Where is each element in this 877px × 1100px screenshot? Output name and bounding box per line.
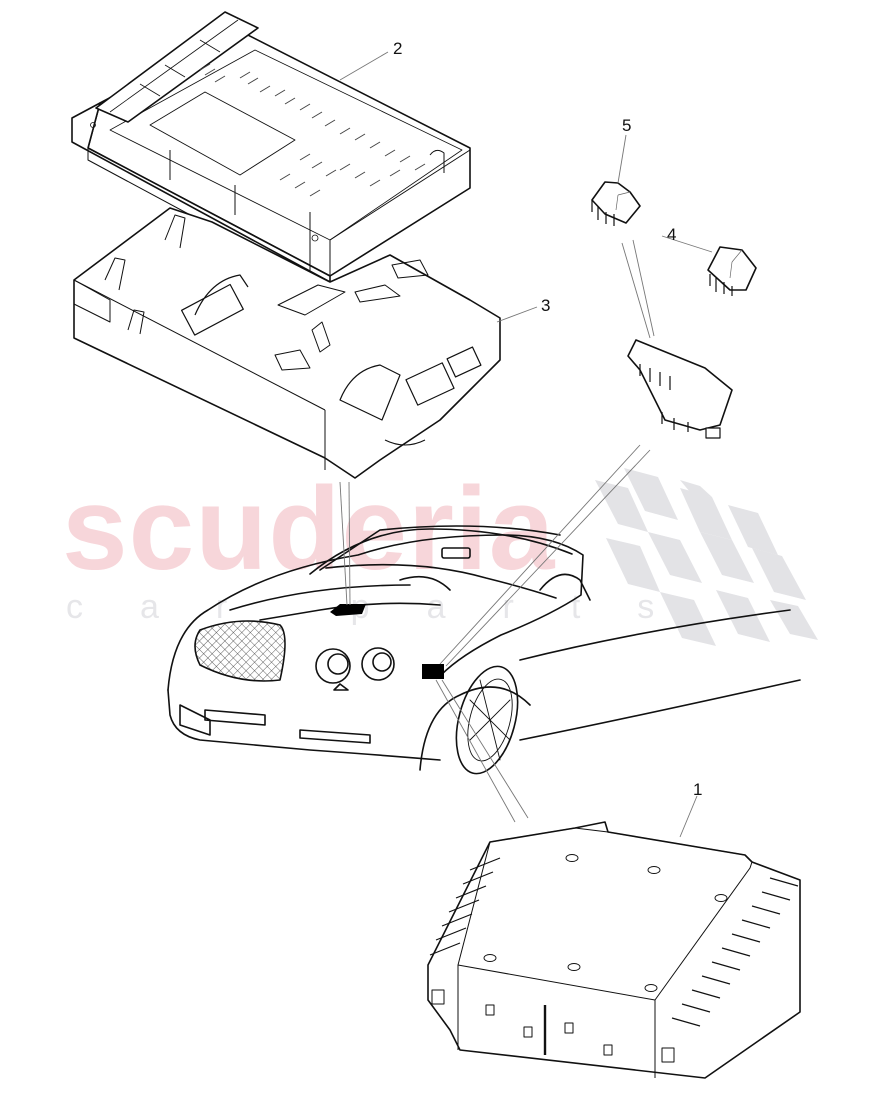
part-2-control-unit — [71, 11, 471, 283]
callout-2[interactable]: 2 — [393, 39, 403, 58]
part-5-relay — [591, 181, 641, 226]
callout-4[interactable]: 4 — [667, 225, 677, 244]
part-4-relay — [707, 246, 757, 296]
car-illustration — [167, 525, 801, 775]
location-marker-hood — [330, 604, 366, 616]
location-marker-fender — [422, 664, 444, 679]
callout-1[interactable]: 1 — [693, 780, 703, 799]
vent-slots — [199, 63, 426, 197]
checkered-flag-watermark — [595, 468, 818, 646]
callout-3[interactable]: 3 — [541, 296, 551, 315]
relay-socket — [627, 339, 733, 439]
part-1-control-module — [427, 821, 801, 1079]
part-3-mounting-tray — [73, 207, 501, 479]
watermark-brand: scuderia — [62, 463, 556, 595]
callout-5[interactable]: 5 — [622, 116, 632, 135]
leader-lines — [339, 51, 713, 838]
